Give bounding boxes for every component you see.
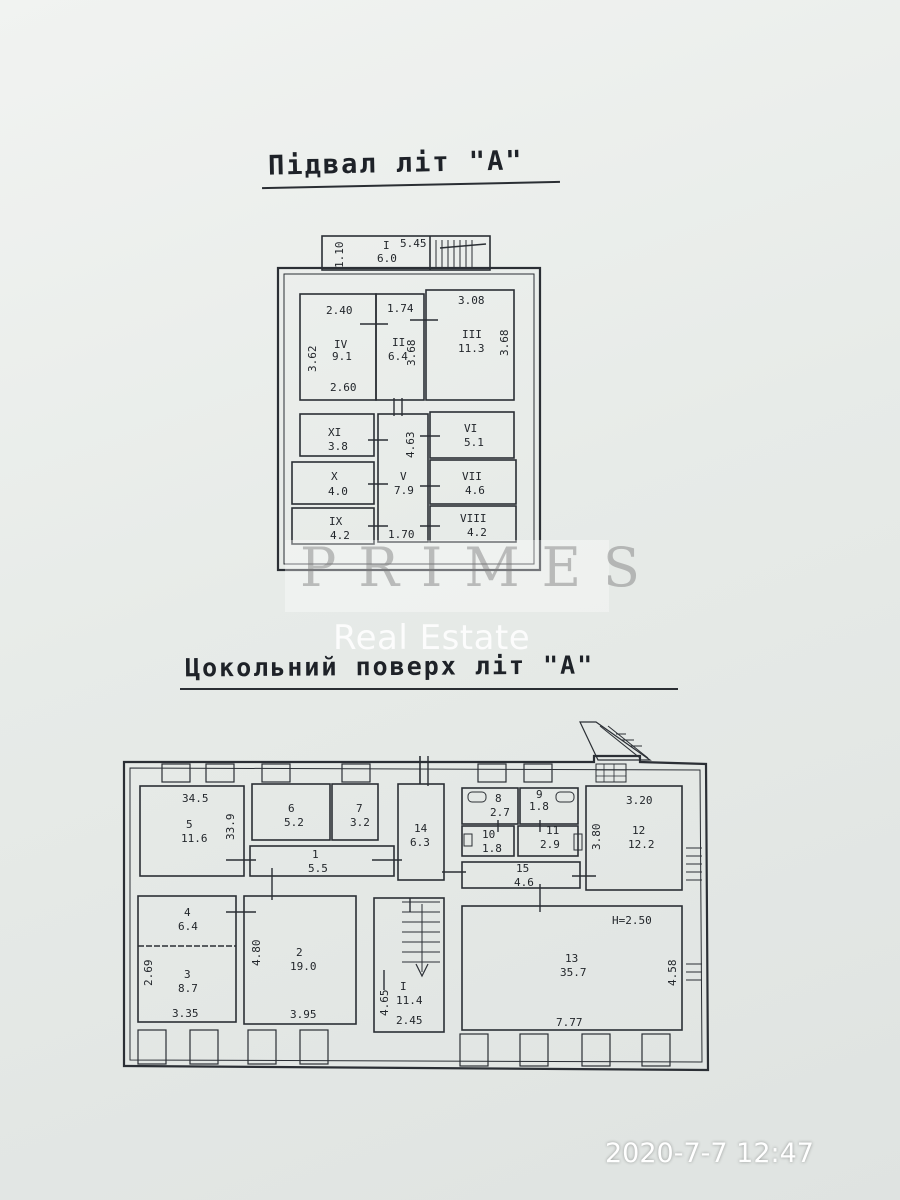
- room-III-number: III: [462, 328, 482, 341]
- room-6-number: 6: [288, 802, 295, 815]
- room-I-ground-number: I: [400, 980, 407, 993]
- dim-3-08: 3.08: [458, 294, 485, 307]
- room-IV-number: IV: [334, 338, 348, 351]
- room-8-number: 8: [495, 792, 502, 805]
- room-11-area: 2.9: [540, 838, 560, 851]
- dim-3-35: 3.35: [172, 1007, 199, 1020]
- dim-33-9: 33.9: [224, 814, 237, 841]
- room-12-area: 12.2: [628, 838, 655, 851]
- dim-34-5: 34.5: [182, 792, 209, 805]
- dim-4-63: 4.63: [404, 432, 417, 459]
- room-15-number: 15: [516, 862, 529, 875]
- room-2-area: 19.0: [290, 960, 317, 973]
- room-X-area: 4.0: [328, 485, 348, 498]
- dim-4-80: 4.80: [250, 940, 263, 967]
- dim-2-60: 2.60: [330, 381, 357, 394]
- dim-2-69: 2.69: [142, 960, 155, 987]
- dim-3-62: 3.62: [306, 346, 319, 373]
- dim-1-70: 1.70: [388, 528, 415, 541]
- room-1-area: 5.5: [308, 862, 328, 875]
- room-13-number: 13: [565, 952, 578, 965]
- watermark-letters: PRIMES: [300, 536, 663, 599]
- room-5-area: 11.6: [181, 832, 208, 845]
- room-VI-number: VI: [464, 422, 477, 435]
- dim-4-58: 4.58: [666, 960, 679, 987]
- room-XI-area: 3.8: [328, 440, 348, 453]
- room-9-area: 1.8: [529, 800, 549, 813]
- dim-2-40: 2.40: [326, 304, 353, 317]
- room-VII-number: VII: [462, 470, 482, 483]
- room-5-number: 5: [186, 818, 193, 831]
- room-III-area: 11.3: [458, 342, 485, 355]
- room-I-area: 6.0: [377, 252, 397, 265]
- room-IX-number: IX: [329, 515, 343, 528]
- room-IV-area: 9.1: [332, 350, 352, 363]
- room-12-number: 12: [632, 824, 645, 837]
- room-I-number: I: [383, 239, 390, 252]
- room-6-area: 5.2: [284, 816, 304, 829]
- room-VI-area: 5.1: [464, 436, 484, 449]
- room-4-area: 6.4: [178, 920, 198, 933]
- dim-1-10: 1.10: [333, 242, 346, 269]
- watermark-box: [285, 540, 609, 612]
- dim-3-95: 3.95: [290, 1008, 317, 1021]
- dim-3-68-right: 3.68: [498, 330, 511, 357]
- room-14-number: 14: [414, 822, 428, 835]
- room-V-area: 7.9: [394, 484, 414, 497]
- room-9-number: 9: [536, 788, 543, 801]
- room-X-number: X: [331, 470, 338, 483]
- ground-title-underline: [180, 688, 678, 690]
- room-VIII-number: VIII: [460, 512, 487, 525]
- room-II-number: II: [392, 336, 405, 349]
- room-3-number: 3: [184, 968, 191, 981]
- dim-7-77: 7.77: [556, 1016, 583, 1029]
- watermark-subtitle: Real Estate: [333, 618, 531, 658]
- room-1-number: 1: [312, 848, 319, 861]
- room-XI-number: XI: [328, 426, 341, 439]
- dim-3-20: 3.20: [626, 794, 653, 807]
- room-I-ground-area: 11.4: [396, 994, 423, 1007]
- room-II-area: 6.4: [388, 350, 408, 363]
- room-15-area: 4.6: [514, 876, 534, 889]
- room-7-number: 7: [356, 802, 363, 815]
- room-V-number: V: [400, 470, 407, 483]
- room-10-area: 1.8: [482, 842, 502, 855]
- room-8-area: 2.7: [490, 806, 510, 819]
- room-11-number: 11: [546, 824, 559, 837]
- room-7-area: 3.2: [350, 816, 370, 829]
- room-IX-area: 4.2: [330, 529, 350, 542]
- room-14-area: 6.3: [410, 836, 430, 849]
- room-VIII-area: 4.2: [467, 526, 487, 539]
- room-10-number: 10: [482, 828, 495, 841]
- dim-5-45: 5.45: [400, 237, 427, 250]
- room-3-area: 8.7: [178, 982, 198, 995]
- dim-4-65: 4.65: [378, 990, 391, 1017]
- dim-3-80: 3.80: [590, 824, 603, 851]
- room-13-area: 35.7: [560, 966, 587, 979]
- dim-2-45: 2.45: [396, 1014, 423, 1027]
- room-VII-area: 4.6: [465, 484, 485, 497]
- photo-timestamp: 2020-7-7 12:47: [605, 1138, 814, 1169]
- room-2-number: 2: [296, 946, 303, 959]
- ceiling-height: H=2.50: [612, 914, 652, 927]
- dim-3-68-center: 3.68: [405, 340, 418, 367]
- room-4-number: 4: [184, 906, 191, 919]
- dim-1-74: 1.74: [387, 302, 414, 315]
